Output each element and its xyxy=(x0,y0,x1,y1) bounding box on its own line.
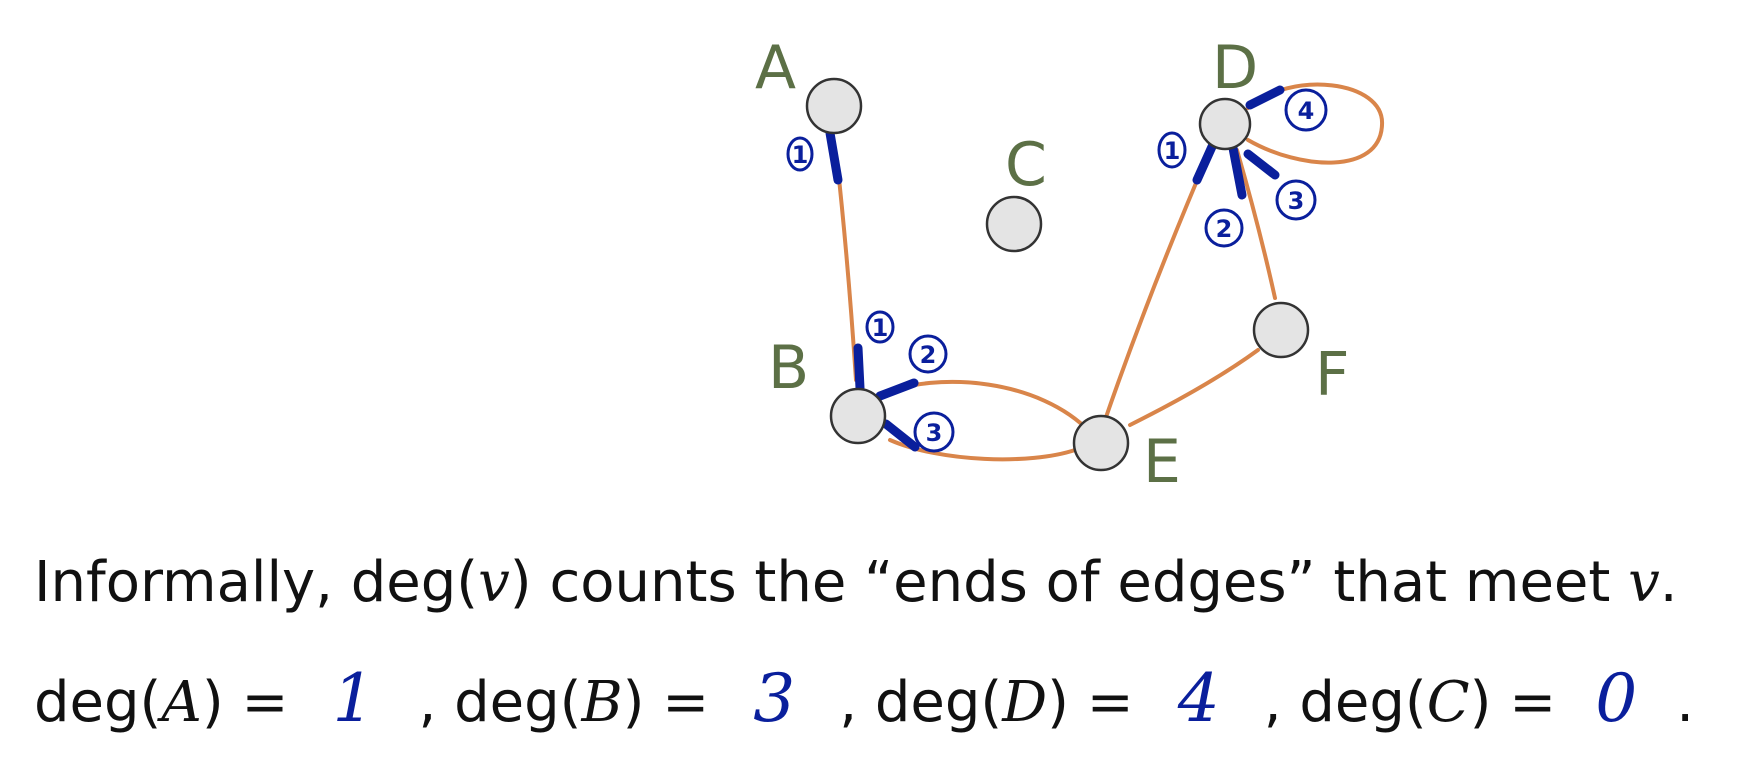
vertex-label-a: A xyxy=(755,33,796,103)
deg-c-value: 0 xyxy=(1595,660,1638,737)
vertex-label-c: C xyxy=(1005,130,1047,200)
deg-c-sep: . xyxy=(1676,670,1694,735)
deg-d-suffix: ) = xyxy=(1047,670,1134,735)
caption-line: Informally, deg(v) counts the “ends of e… xyxy=(34,550,1678,615)
vertex-b xyxy=(829,387,887,445)
deg-a-suffix: ) = xyxy=(201,670,289,735)
end-label-d-1: 1 xyxy=(1157,131,1187,169)
deg-b-sep: , xyxy=(839,670,858,735)
deg-a-prefix: deg( xyxy=(34,670,162,735)
deg-c-suffix: ) = xyxy=(1469,670,1557,735)
svg-text:2: 2 xyxy=(920,341,937,369)
vertex-e xyxy=(1072,414,1130,472)
vertex-label-b: B xyxy=(768,333,809,403)
deg-b-vertex: B xyxy=(581,670,623,735)
end-label-d-4: 4 xyxy=(1284,88,1328,132)
deg-b-suffix: ) = xyxy=(622,670,710,735)
svg-text:2: 2 xyxy=(1216,215,1233,243)
deg-d-prefix: deg( xyxy=(874,670,1003,735)
deg-d-vertex: D xyxy=(1002,670,1048,735)
deg-c-vertex: C xyxy=(1426,670,1470,735)
edge-e-f xyxy=(1128,348,1260,427)
end-label-d-2: 2 xyxy=(1204,208,1244,248)
end-mark-b-2 xyxy=(875,378,919,401)
end-mark-d-2 xyxy=(1228,143,1247,200)
deg-a-vertex: A xyxy=(161,670,202,735)
svg-text:4: 4 xyxy=(1298,97,1315,125)
svg-text:1: 1 xyxy=(1164,137,1181,165)
vertex-label-d: D xyxy=(1212,33,1258,103)
vertex-d xyxy=(1198,97,1252,151)
svg-text:1: 1 xyxy=(792,141,809,169)
end-label-b-2: 2 xyxy=(908,334,948,374)
end-mark-d-3 xyxy=(1243,149,1280,180)
deg-d-sep: , xyxy=(1263,670,1282,735)
deg-d-value: 4 xyxy=(1177,660,1220,737)
end-label-a-1: 1 xyxy=(786,136,814,172)
caption-var-v: v xyxy=(478,550,510,615)
caption-part-2: ) counts the “ends of edges” that meet xyxy=(509,550,1629,615)
end-mark-b-3 xyxy=(881,419,920,452)
end-mark-d-4 xyxy=(1245,85,1285,110)
caption-part-3: . xyxy=(1659,550,1678,615)
deg-c-prefix: deg( xyxy=(1299,670,1427,735)
vertex-c xyxy=(985,195,1043,253)
edge-d-f xyxy=(1235,148,1277,300)
end-label-b-1: 1 xyxy=(865,310,895,344)
edge-a-b xyxy=(835,158,858,382)
deg-a-value: 1 xyxy=(332,660,375,737)
end-label-d-3: 3 xyxy=(1275,179,1317,221)
vertex-label-e: E xyxy=(1143,427,1181,497)
end-mark-b-1 xyxy=(853,343,865,393)
svg-text:1: 1 xyxy=(872,314,889,342)
vertex-a xyxy=(805,77,863,135)
vertex-label-f: F xyxy=(1315,340,1350,410)
edge-d-e xyxy=(1103,148,1212,422)
svg-text:3: 3 xyxy=(1288,187,1305,215)
vertex-f xyxy=(1252,301,1310,359)
edge-d-loop xyxy=(1246,82,1385,165)
deg-b-value: 3 xyxy=(753,660,796,737)
svg-text:3: 3 xyxy=(926,419,943,447)
deg-a-sep: , xyxy=(418,670,437,735)
caption-var-v-2: v xyxy=(1628,550,1660,615)
deg-b-prefix: deg( xyxy=(454,670,582,735)
caption-part-1: Informally, deg( xyxy=(34,550,479,615)
degree-equations: deg(A) =1, deg(B) =3, deg(D) =4, deg(C) … xyxy=(34,660,1694,737)
end-mark-a-1 xyxy=(825,128,843,185)
end-label-b-3: 3 xyxy=(913,411,955,453)
